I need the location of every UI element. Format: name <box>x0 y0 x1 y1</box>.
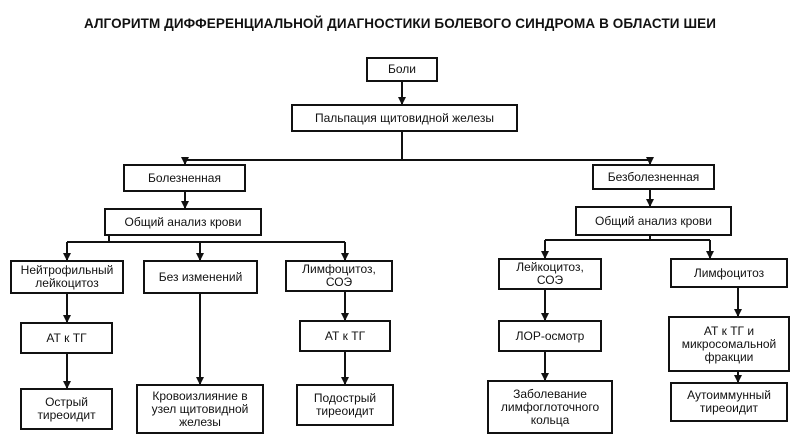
node-cbc-left: Общий анализ крови <box>104 208 262 236</box>
node-lymphocytosis: Лимфоцитоз <box>670 258 788 288</box>
node-at-tg-2: АТ к ТГ <box>299 320 391 352</box>
node-autoimmune-thyroiditis: Аутоиммунный тиреоидит <box>670 382 788 422</box>
node-neutrophilic-leukocytosis: Нейтрофильный лейкоцитоз <box>10 260 124 294</box>
node-lymphocytosis-esr-left: Лимфоцитоз, СОЭ <box>285 260 393 292</box>
node-hemorrhage: Кровоизлияние в узел щитовидной железы <box>136 384 264 434</box>
node-leukocytosis-esr: Лейкоцитоз, СОЭ <box>498 258 602 290</box>
node-no-change: Без изменений <box>143 260 258 294</box>
node-palpation: Пальпация щитовидной железы <box>291 104 518 132</box>
node-ent-exam: ЛОР-осмотр <box>498 320 602 352</box>
node-pain: Боли <box>366 57 438 82</box>
node-acute-thyroiditis: Острый тиреоидит <box>20 388 113 430</box>
node-at-tg-microsomal: АТ к ТГ и микросомальной фракции <box>668 316 790 372</box>
node-subacute-thyroiditis: Подострый тиреоидит <box>296 384 394 426</box>
node-painless: Безболезненная <box>592 164 715 190</box>
diagram-title: АЛГОРИТМ ДИФФЕРЕНЦИАЛЬНОЙ ДИАГНОСТИКИ БО… <box>83 16 717 31</box>
node-lymphopharyngeal-ring: Заболевание лимфоглоточного кольца <box>487 380 613 434</box>
node-painful: Болезненная <box>123 164 246 192</box>
node-at-tg-1: АТ к ТГ <box>20 322 113 354</box>
node-cbc-right: Общий анализ крови <box>575 206 732 236</box>
